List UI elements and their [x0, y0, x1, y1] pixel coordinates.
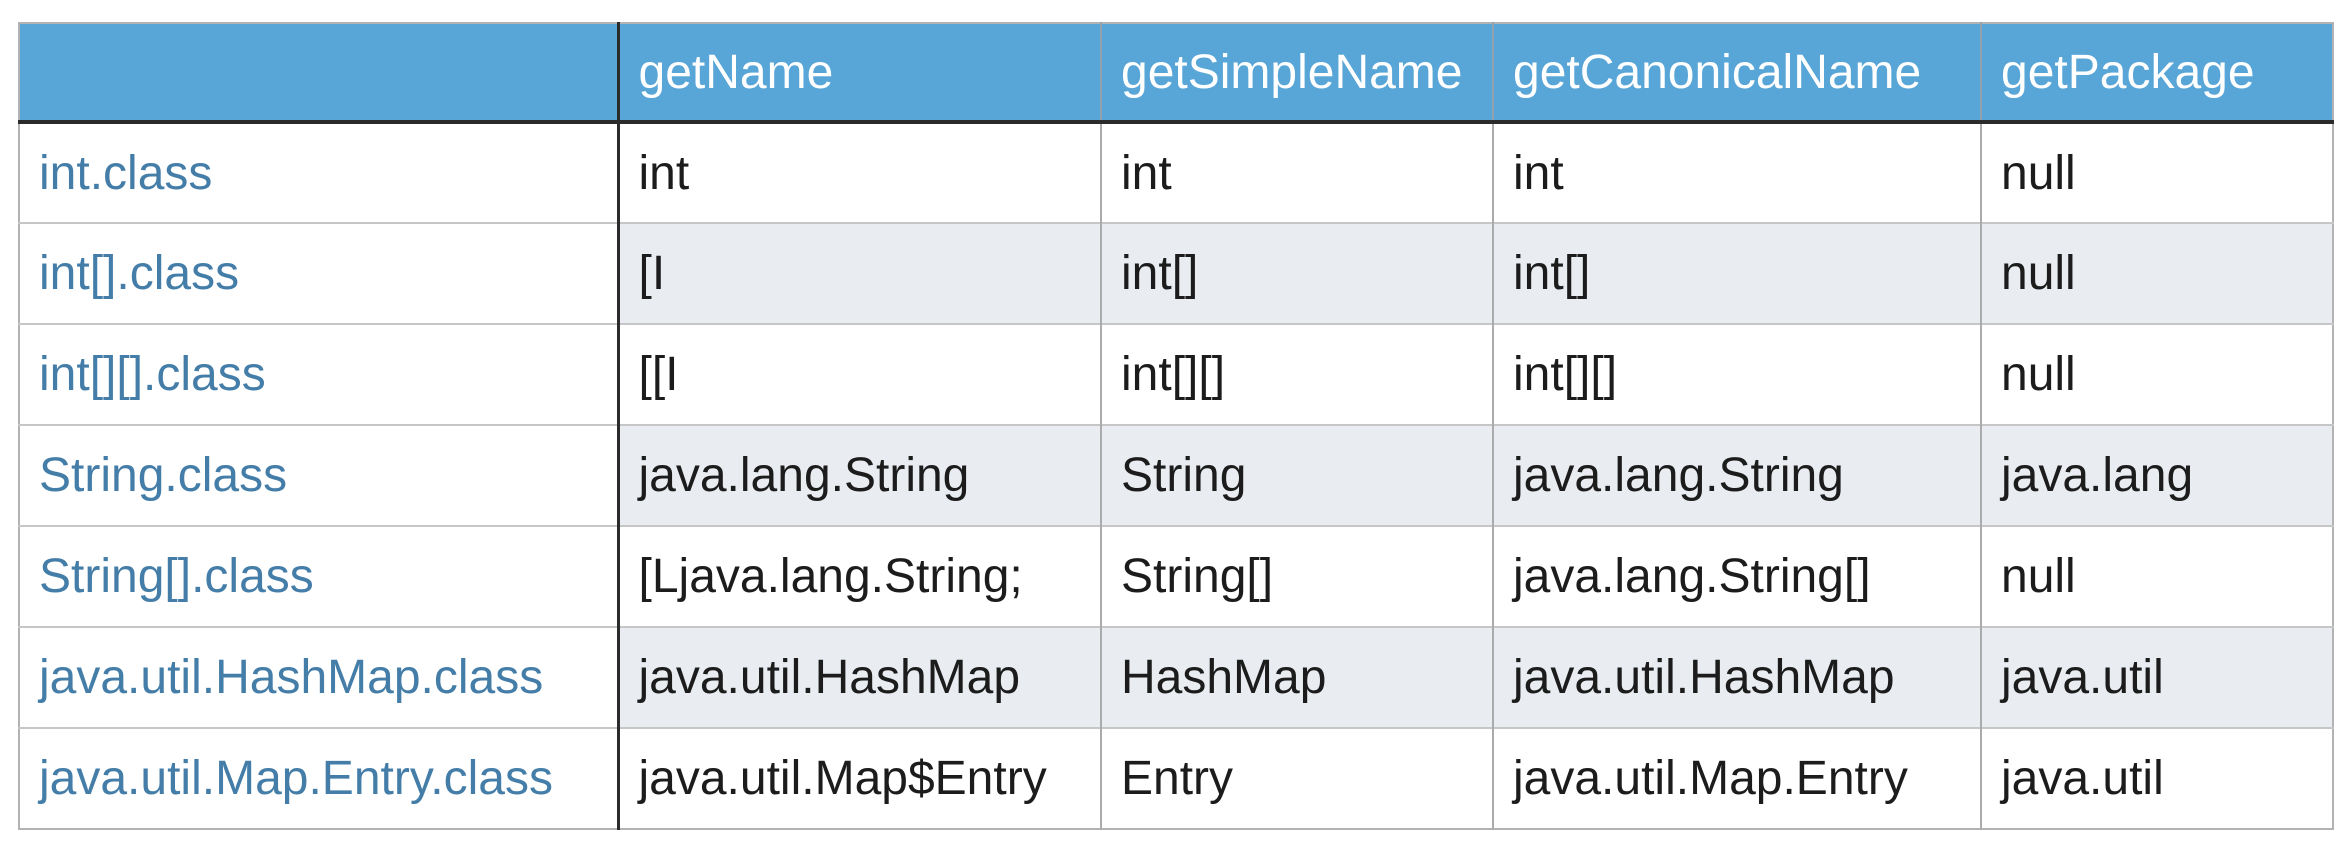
- cell-getname: int: [616, 122, 1101, 223]
- header-row: getName getSimpleName getCanonicalName g…: [19, 23, 2333, 124]
- header-cell-getpackage: getPackage: [1980, 23, 2333, 124]
- header-cell-getsimplename: getSimpleName: [1100, 23, 1493, 124]
- cell-getsimplename: Entry: [1100, 727, 1493, 829]
- table-row: int[].class [I int[] int[] null: [19, 222, 2333, 324]
- cell-getsimplename: String: [1100, 424, 1493, 526]
- cell-getname: java.util.Map$Entry: [616, 727, 1101, 829]
- table-row: int.class int int int null: [19, 122, 2333, 223]
- cell-getcanonicalname: java.lang.String[]: [1492, 525, 1981, 627]
- cell-class-name: String[].class: [19, 525, 618, 627]
- cell-getpackage: java.util: [1980, 727, 2333, 829]
- cell-getcanonicalname: java.util.Map.Entry: [1492, 727, 1981, 829]
- cell-getname: [Ljava.lang.String;: [616, 525, 1101, 627]
- cell-getname: java.util.HashMap: [616, 626, 1101, 728]
- cell-class-name: java.util.Map.Entry.class: [19, 727, 618, 829]
- cell-getcanonicalname: int[][]: [1492, 323, 1981, 425]
- cell-getpackage: java.lang: [1980, 424, 2333, 526]
- cell-getsimplename: int[][]: [1100, 323, 1493, 425]
- table-row: java.util.HashMap.class java.util.HashMa…: [19, 626, 2333, 728]
- cell-getpackage: null: [1980, 525, 2333, 627]
- cell-getcanonicalname: java.lang.String: [1492, 424, 1981, 526]
- cell-getname: java.lang.String: [616, 424, 1101, 526]
- cell-getsimplename: String[]: [1100, 525, 1493, 627]
- cell-class-name: int[].class: [19, 222, 618, 324]
- header-cell-getcanonicalname: getCanonicalName: [1492, 23, 1981, 124]
- table-row: String[].class [Ljava.lang.String; Strin…: [19, 525, 2333, 627]
- cell-getcanonicalname: int: [1492, 122, 1981, 223]
- table-row: String.class java.lang.String String jav…: [19, 424, 2333, 526]
- cell-class-name: String.class: [19, 424, 618, 526]
- cell-getpackage: null: [1980, 222, 2333, 324]
- cell-getpackage: java.util: [1980, 626, 2333, 728]
- cell-getsimplename: int[]: [1100, 222, 1493, 324]
- cell-class-name: int.class: [19, 122, 618, 223]
- cell-getcanonicalname: int[]: [1492, 222, 1981, 324]
- cell-getsimplename: HashMap: [1100, 626, 1493, 728]
- cell-getpackage: null: [1980, 323, 2333, 425]
- cell-getcanonicalname: java.util.HashMap: [1492, 626, 1981, 728]
- class-methods-table: getName getSimpleName getCanonicalName g…: [18, 22, 2334, 830]
- cell-getname: [I: [616, 222, 1101, 324]
- cell-getname: [[I: [616, 323, 1101, 425]
- table-row: int[][].class [[I int[][] int[][] null: [19, 323, 2333, 425]
- header-cell-getname: getName: [616, 23, 1101, 124]
- cell-getpackage: null: [1980, 122, 2333, 223]
- header-cell-class: [19, 23, 618, 124]
- cell-class-name: int[][].class: [19, 323, 618, 425]
- cell-class-name: java.util.HashMap.class: [19, 626, 618, 728]
- table-row: java.util.Map.Entry.class java.util.Map$…: [19, 727, 2333, 829]
- cell-getsimplename: int: [1100, 122, 1493, 223]
